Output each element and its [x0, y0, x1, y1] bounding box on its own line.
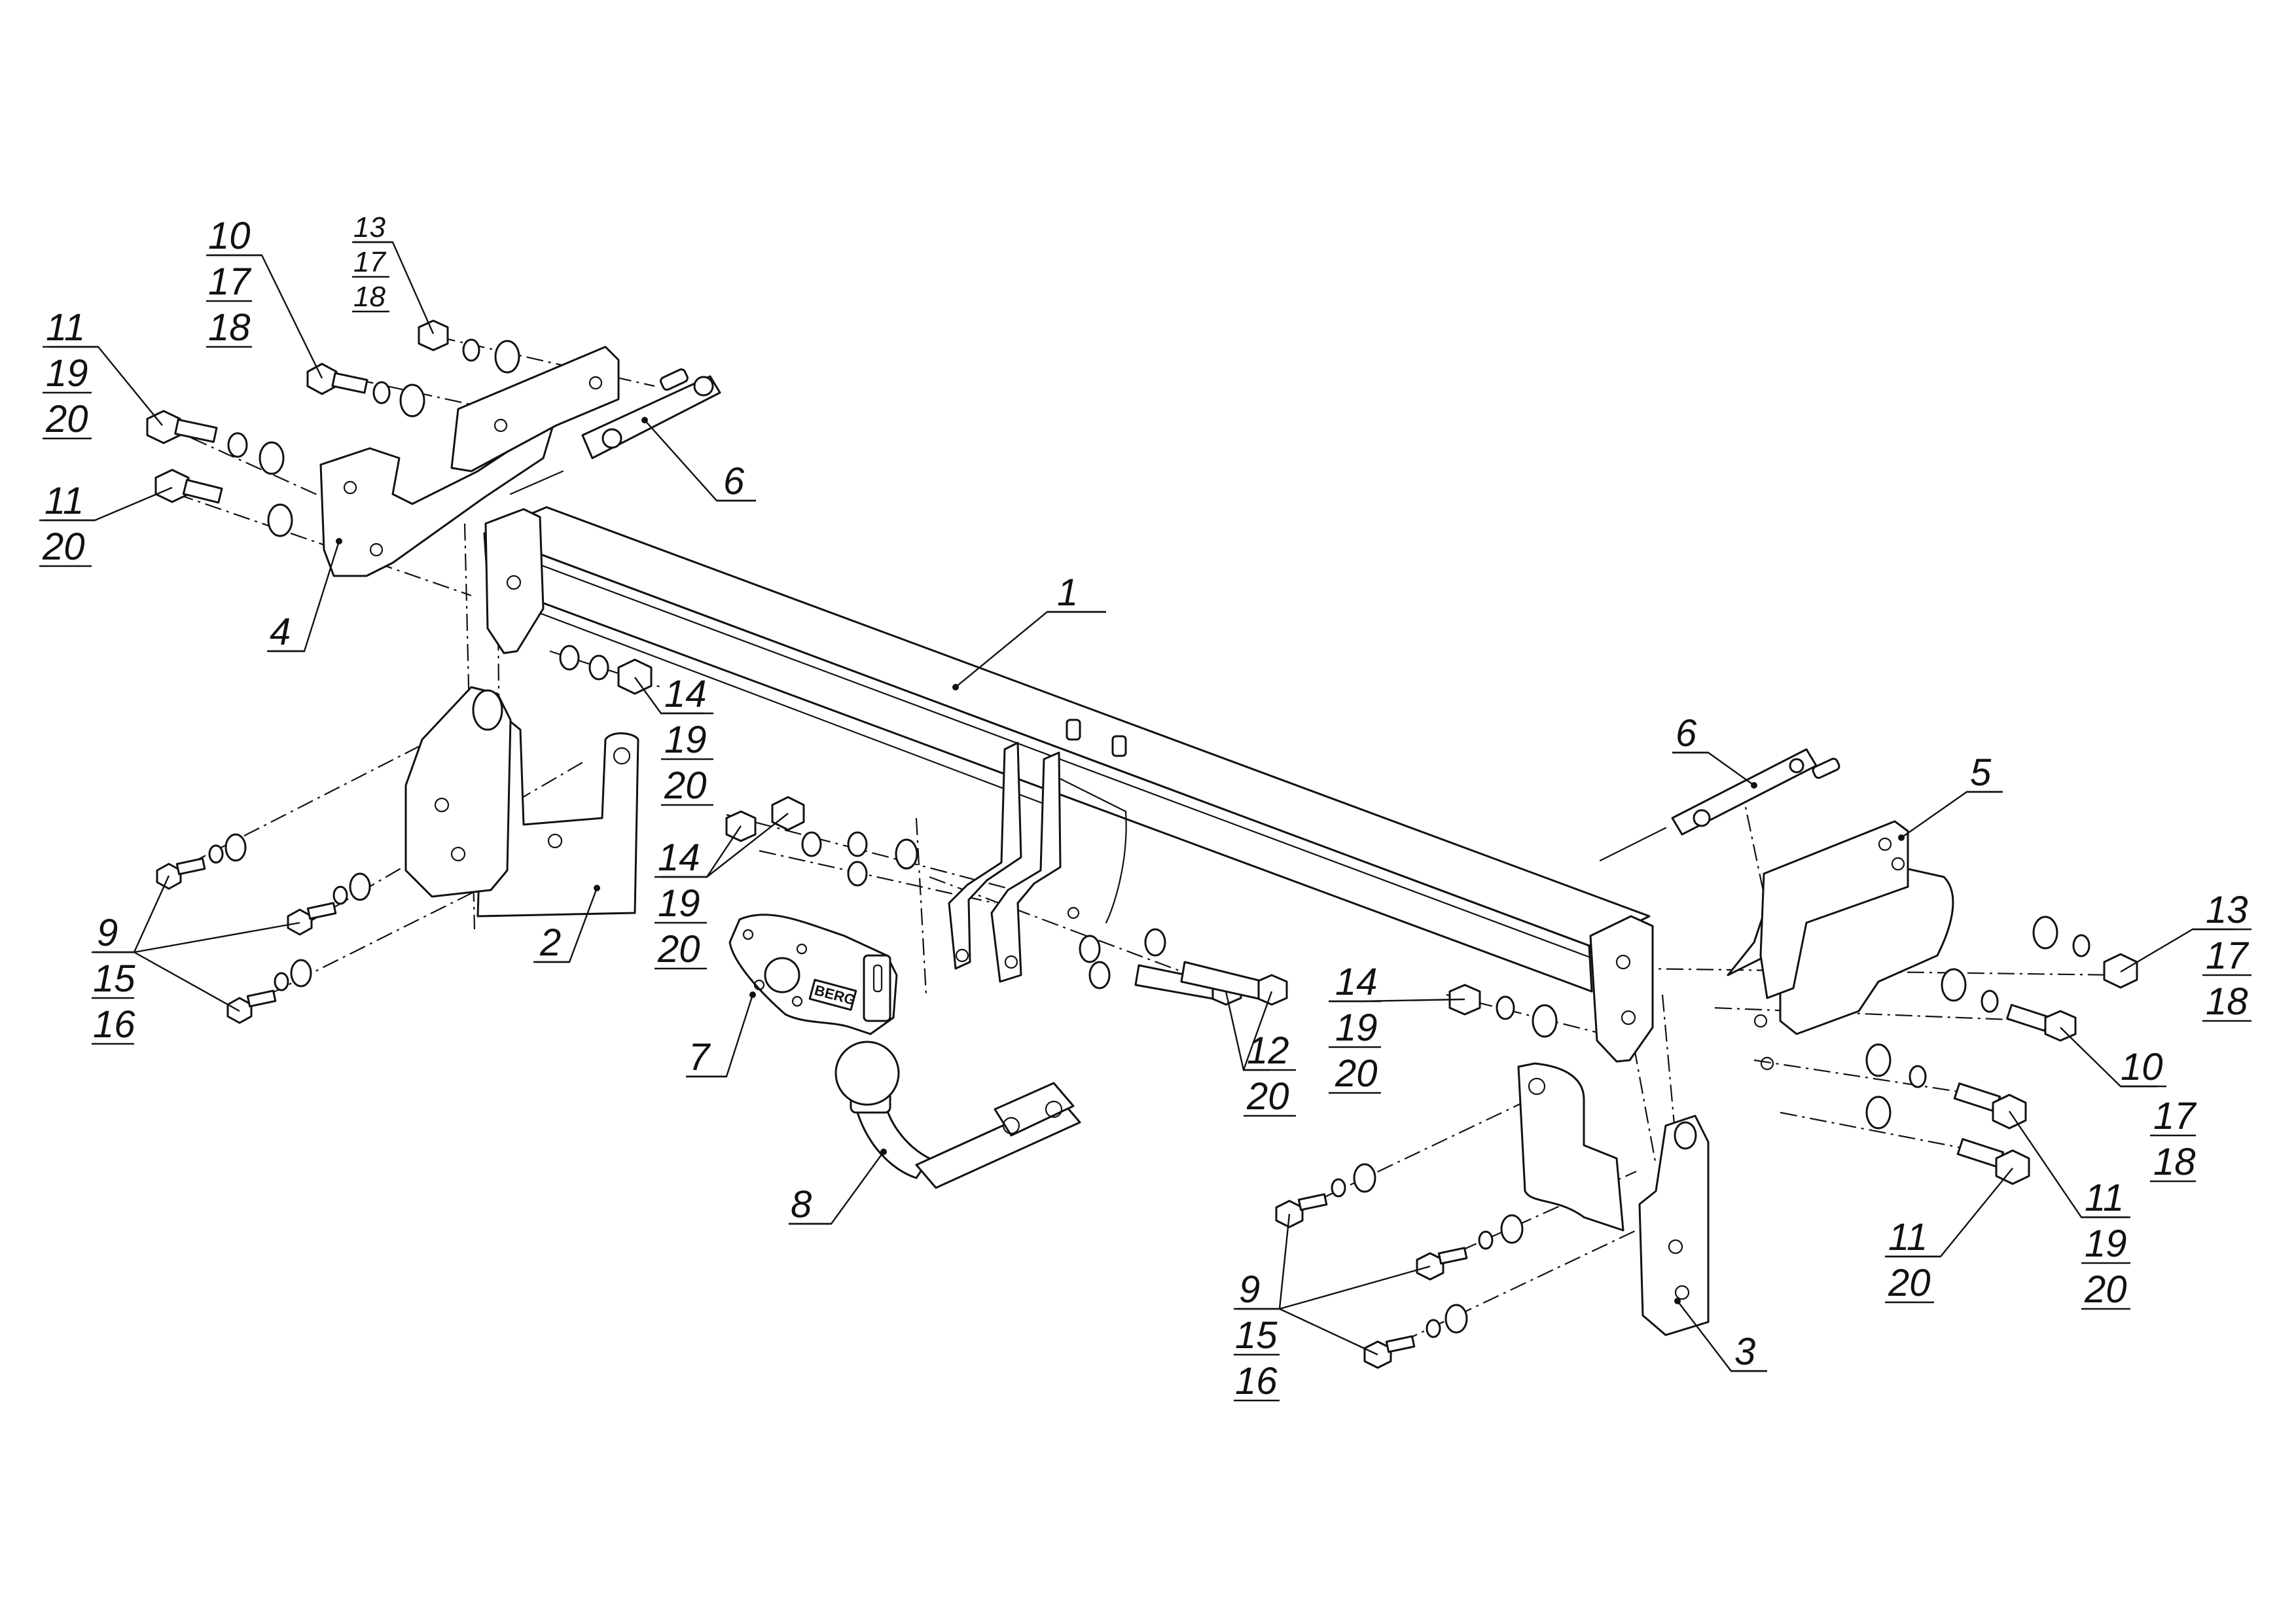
svg-text:20: 20: [657, 928, 700, 971]
callout-8: 8: [789, 1183, 831, 1226]
callout-5: 5: [1967, 751, 2003, 794]
callout-14-19-20-middle: 14 19 20: [655, 836, 707, 971]
callout-2: 2: [533, 921, 569, 964]
svg-text:8: 8: [791, 1183, 812, 1226]
callout-11-20-right: 11 20: [1885, 1216, 1941, 1304]
svg-text:9: 9: [1239, 1268, 1260, 1311]
callout-3: 3: [1731, 1330, 1767, 1373]
callout-12-20: 12 20: [1244, 1029, 1296, 1118]
svg-text:17: 17: [353, 246, 386, 278]
svg-text:17: 17: [2153, 1095, 2197, 1137]
svg-text:14: 14: [1335, 961, 1378, 1003]
svg-text:11: 11: [46, 306, 85, 349]
left-bracket-part-2: [404, 686, 639, 918]
svg-text:19: 19: [1335, 1007, 1378, 1049]
callout-9-15-16-right: 9 15 16: [1234, 1268, 1280, 1402]
svg-text:20: 20: [664, 764, 707, 807]
socket-plate-part-7: BERG: [728, 914, 898, 1035]
svg-text:5: 5: [1970, 751, 1992, 794]
right-bracket-part-3: [1517, 1062, 1710, 1336]
svg-text:20: 20: [2084, 1268, 2127, 1311]
svg-text:18: 18: [208, 306, 251, 349]
top-left-bracket-part-4: [319, 346, 620, 577]
bolt-9-right-b: [1416, 1247, 1468, 1281]
bolt-9-left-b: [287, 902, 337, 936]
svg-text:6: 6: [1676, 712, 1697, 755]
svg-text:19: 19: [46, 352, 88, 395]
svg-text:16: 16: [1235, 1360, 1278, 1402]
callout-7: 7: [686, 1036, 726, 1079]
svg-text:17: 17: [2206, 935, 2250, 977]
bolt-11-right-a: [1953, 1082, 2027, 1130]
svg-text:3: 3: [1734, 1330, 1755, 1373]
svg-text:10: 10: [2121, 1046, 2163, 1088]
callout-6-right: 6: [1672, 712, 1708, 755]
bolt-9-right-a: [1275, 1193, 1328, 1228]
svg-text:20: 20: [1335, 1052, 1378, 1095]
svg-text:6: 6: [723, 460, 745, 503]
svg-text:11: 11: [1888, 1216, 1928, 1258]
bolt-12-b: [1180, 961, 1288, 1006]
bolt-10-right: [2006, 1004, 2077, 1042]
callout-9-15-16-left: 9 15 16: [92, 912, 135, 1046]
svg-text:19: 19: [664, 719, 707, 761]
svg-text:15: 15: [1235, 1314, 1278, 1357]
svg-text:19: 19: [2085, 1222, 2127, 1265]
svg-text:18: 18: [2206, 980, 2248, 1023]
svg-text:1: 1: [1057, 571, 1078, 614]
callout-11-19-20-top-left: 11 19 20: [43, 306, 98, 440]
svg-text:10: 10: [208, 215, 251, 257]
callout-10-17-18-right: 10 17 18: [2121, 1046, 2197, 1183]
svg-text:13: 13: [353, 211, 386, 243]
callout-4: 4: [267, 611, 304, 653]
bolt-11-right-b: [1956, 1138, 2030, 1185]
svg-text:20: 20: [1888, 1262, 1931, 1304]
svg-text:13: 13: [2206, 889, 2248, 931]
strip-part-6-right: [1599, 748, 1840, 862]
bolt-11-top-left: [146, 410, 218, 444]
bolt-11-left: [154, 469, 223, 504]
callout-13-17-18-right: 13 17 18: [2193, 889, 2251, 1023]
svg-text:7: 7: [689, 1036, 711, 1079]
svg-text:17: 17: [208, 260, 252, 303]
callout-14-19-20-right: 14 19 20: [1329, 961, 1381, 1095]
svg-text:15: 15: [93, 957, 135, 1000]
svg-text:11: 11: [2085, 1177, 2124, 1219]
callout-13-17-18-top-left: 13 17 18: [352, 211, 393, 313]
svg-text:20: 20: [1246, 1075, 1289, 1118]
right-side-plate-part-5: [1727, 820, 1954, 1071]
svg-text:18: 18: [353, 281, 386, 313]
strip-part-6-left: [509, 368, 721, 495]
callout-10-17-18-top-left: 10 17 18: [206, 215, 262, 349]
svg-text:16: 16: [93, 1003, 135, 1046]
fasteners: [146, 319, 2138, 1369]
callouts: 1 2 3 4 5 6 6 7: [39, 211, 2251, 1402]
bolt-10-top-left: [306, 363, 368, 395]
svg-text:2: 2: [539, 921, 561, 964]
svg-text:9: 9: [97, 912, 118, 954]
callout-6-left: 6: [717, 460, 756, 503]
cross-bar-part-1: [483, 506, 1654, 1063]
callout-11-20-left: 11 20: [39, 480, 95, 568]
svg-text:14: 14: [664, 673, 707, 715]
callout-14-19-20-upper: 14 19 20: [661, 673, 713, 807]
svg-text:20: 20: [42, 526, 85, 568]
svg-text:19: 19: [658, 882, 700, 925]
svg-text:14: 14: [658, 836, 700, 879]
svg-text:4: 4: [270, 611, 291, 653]
svg-text:18: 18: [2153, 1141, 2196, 1183]
callout-11-19-20-right: 11 19 20: [2081, 1177, 2130, 1311]
bolt-9-left-c: [226, 990, 277, 1024]
svg-text:11: 11: [45, 480, 84, 522]
svg-text:20: 20: [45, 398, 88, 440]
callout-1: 1: [1047, 571, 1106, 614]
svg-text:12: 12: [1247, 1029, 1289, 1072]
